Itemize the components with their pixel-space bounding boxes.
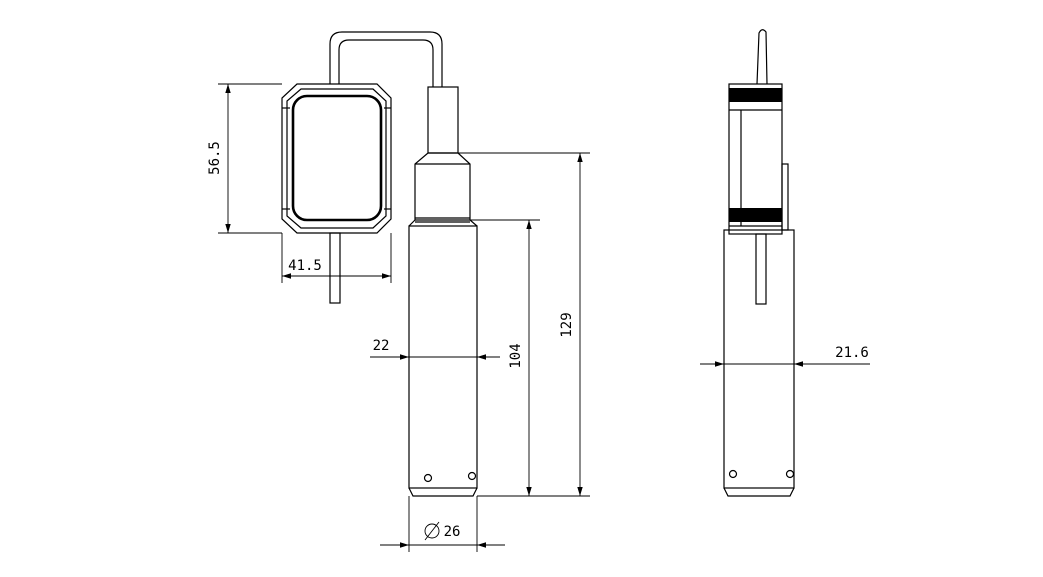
cable-gland — [427, 86, 459, 154]
probe-body — [408, 219, 478, 497]
cable-loop — [329, 31, 443, 87]
dim-overall-length: 129 — [559, 312, 575, 337]
dim-probe-length: 104 — [508, 343, 524, 368]
side-transmitter-housing — [728, 83, 789, 235]
dim-probe-body-width: 22 — [373, 338, 390, 354]
dim-transmitter-width: 41.5 — [288, 258, 322, 274]
housing-stub — [329, 232, 341, 304]
probe-taper — [414, 152, 471, 221]
front-view: 56.5 41.5 22 104 129 26 — [207, 31, 590, 552]
dim-transmitter-height: 56.5 — [207, 141, 223, 175]
dim-side-width: 21.6 — [835, 345, 869, 361]
side-view: 21.6 — [700, 29, 870, 497]
side-stub — [755, 233, 767, 305]
dim-probe-diameter: 26 — [444, 524, 461, 540]
diameter-symbol-icon — [424, 521, 440, 541]
transmitter-housing — [281, 83, 392, 234]
side-probe-body — [723, 229, 795, 497]
side-cable — [756, 29, 768, 85]
